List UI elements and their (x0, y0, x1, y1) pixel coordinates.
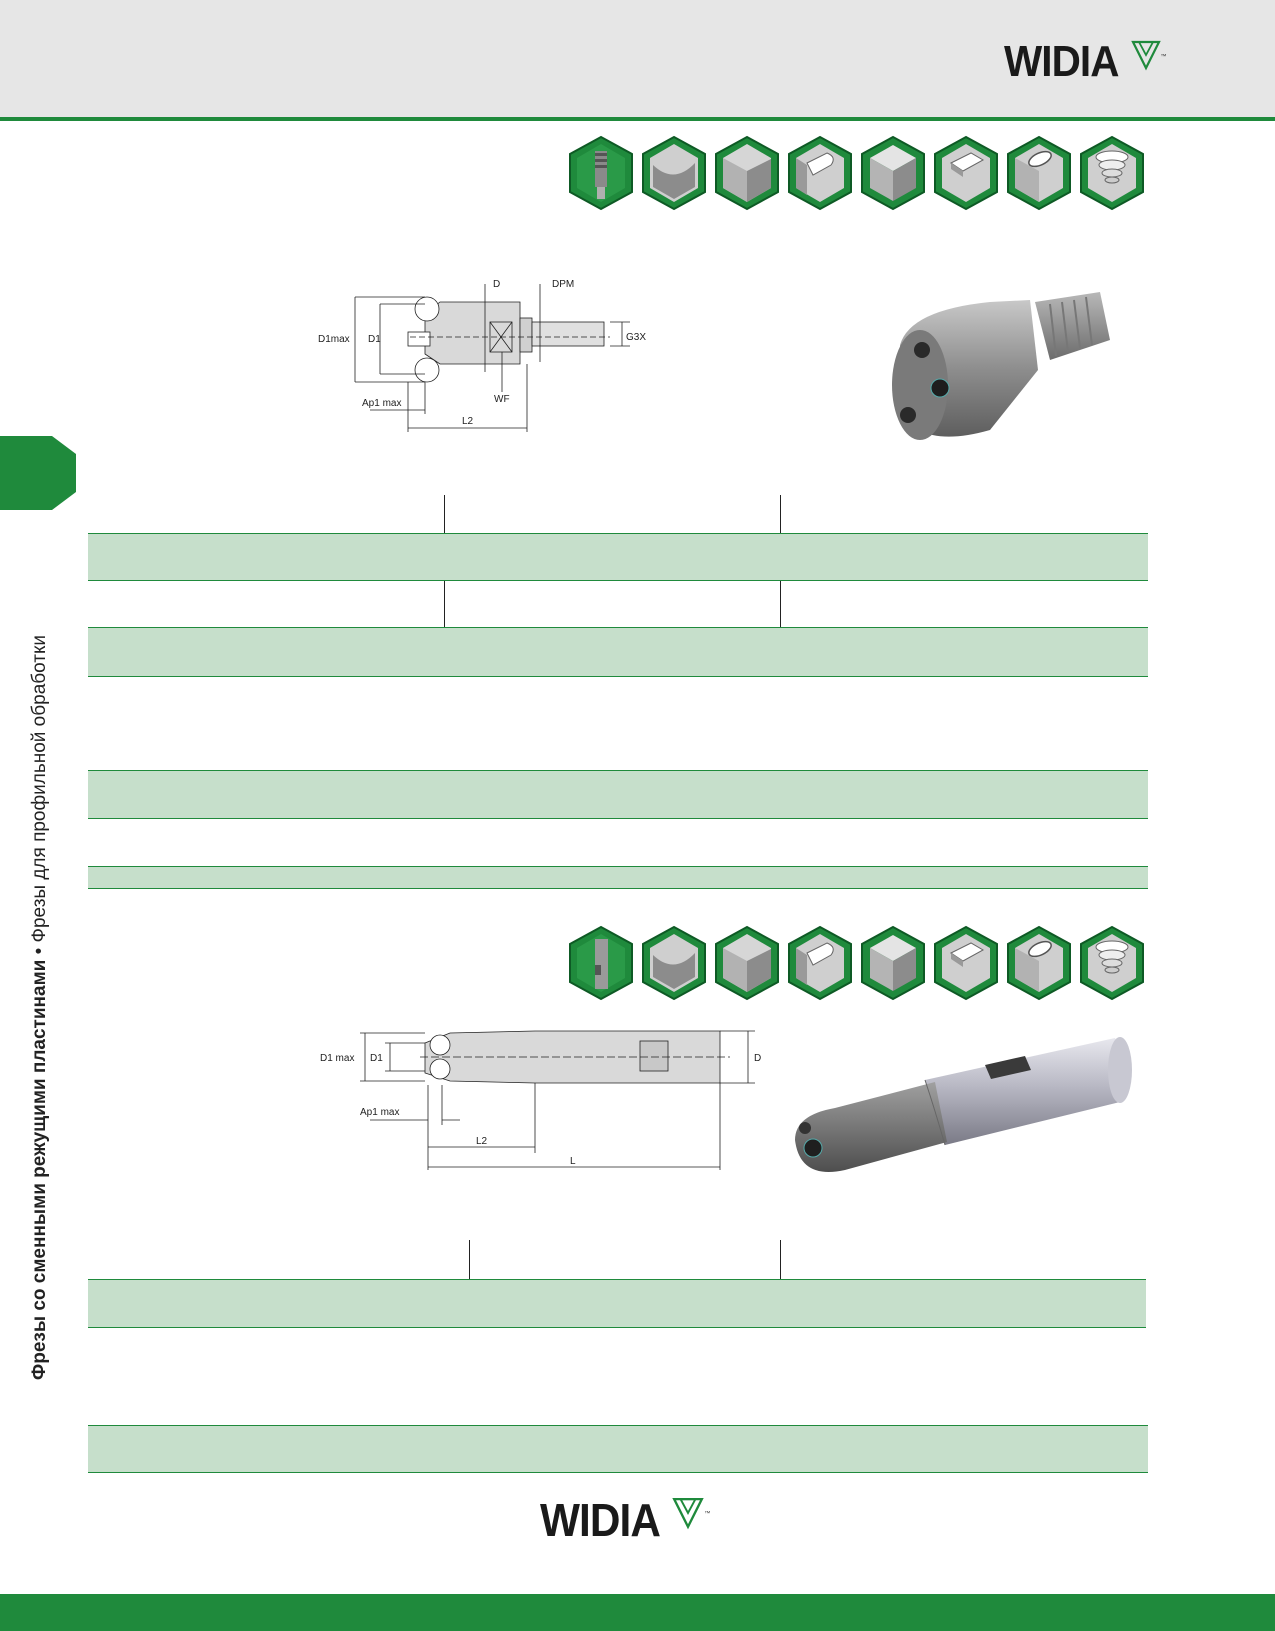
dim-dpm: DPM (552, 279, 574, 290)
trademark: ™ (1160, 54, 1167, 60)
cylindrical-shank-icon (569, 925, 633, 1001)
dim-l2: L2 (462, 416, 474, 427)
face-icon (861, 925, 925, 1001)
shoulder-icon (715, 135, 779, 211)
table-row (88, 628, 1148, 676)
section-title-bold: Фрезы со сменными режущими пластинами (29, 959, 50, 1380)
table-divider (444, 495, 445, 677)
dim-d: D (754, 1053, 761, 1064)
spec-table-3 (88, 1240, 1146, 1328)
spec-table-4 (88, 1425, 1148, 1475)
drawing-geometry (360, 1030, 755, 1170)
helical-icon (1080, 925, 1144, 1001)
application-icons-row-2 (568, 925, 1145, 1001)
technical-drawing-cylindrical: D1 max D1 D Ap1 max L2 L (320, 1030, 761, 1170)
profile-copy-icon (642, 135, 706, 211)
slot-icon (788, 135, 852, 211)
table-row (88, 534, 1148, 580)
dim-d1: D1 (370, 1053, 383, 1064)
dim-ap1max: Ap1 max (362, 398, 401, 409)
spec-table-2 (88, 770, 1148, 890)
dim-d1max: D1max (318, 334, 350, 345)
dim-d: D (493, 279, 500, 290)
table-row (88, 867, 1148, 888)
dim-g3x: G3X (626, 332, 646, 343)
tool-photo-cylindrical (795, 1037, 1132, 1172)
dim-ap1max: Ap1 max (360, 1107, 399, 1118)
dim-l: L (570, 1156, 576, 1167)
pocket-icon (934, 925, 998, 1001)
dim-l2: L2 (476, 1136, 488, 1147)
table-row (88, 1426, 1148, 1472)
spec-table-1 (88, 495, 1148, 677)
table-row (88, 1280, 1146, 1327)
threaded-shank-icon (569, 135, 633, 211)
widia-triangle-icon (1130, 40, 1161, 71)
application-icons-row (568, 135, 1145, 211)
widia-triangle-icon (672, 1497, 705, 1530)
slot-icon (788, 925, 852, 1001)
section-title-regular: Фрезы для профильной обработки (29, 635, 50, 943)
helical-icon (1080, 135, 1144, 211)
logo-wordmark: WIDIA (540, 1494, 661, 1546)
section-title-separator: • (29, 942, 50, 960)
table-divider (780, 495, 781, 677)
dim-d1: D1 (368, 334, 381, 345)
brand-logo: WIDIA ™ (1004, 40, 1167, 84)
technical-drawing-threaded: D1max D1 D DPM G3X WF Ap1 max L2 (318, 279, 646, 432)
logo-wordmark: WIDIA (1004, 37, 1119, 86)
brand-logo-footer: WIDIA ™ (540, 1497, 710, 1543)
ramping-icon (1007, 925, 1071, 1001)
trademark: ™ (704, 1511, 711, 1517)
header-band (0, 0, 1275, 121)
dim-wf: WF (494, 394, 510, 405)
section-title: Фрезы со сменными режущими пластинами • … (25, 380, 55, 1380)
profile-copy-icon (642, 925, 706, 1001)
dim-d1max: D1 max (320, 1053, 354, 1064)
tool-photo-threaded (892, 292, 1110, 440)
table-row (88, 771, 1148, 818)
pocket-icon (934, 135, 998, 211)
face-icon (861, 135, 925, 211)
ramping-icon (1007, 135, 1071, 211)
section-tab (0, 436, 76, 510)
shoulder-icon (715, 925, 779, 1001)
footer-bar (0, 1594, 1275, 1631)
drawing-geometry (354, 284, 630, 432)
